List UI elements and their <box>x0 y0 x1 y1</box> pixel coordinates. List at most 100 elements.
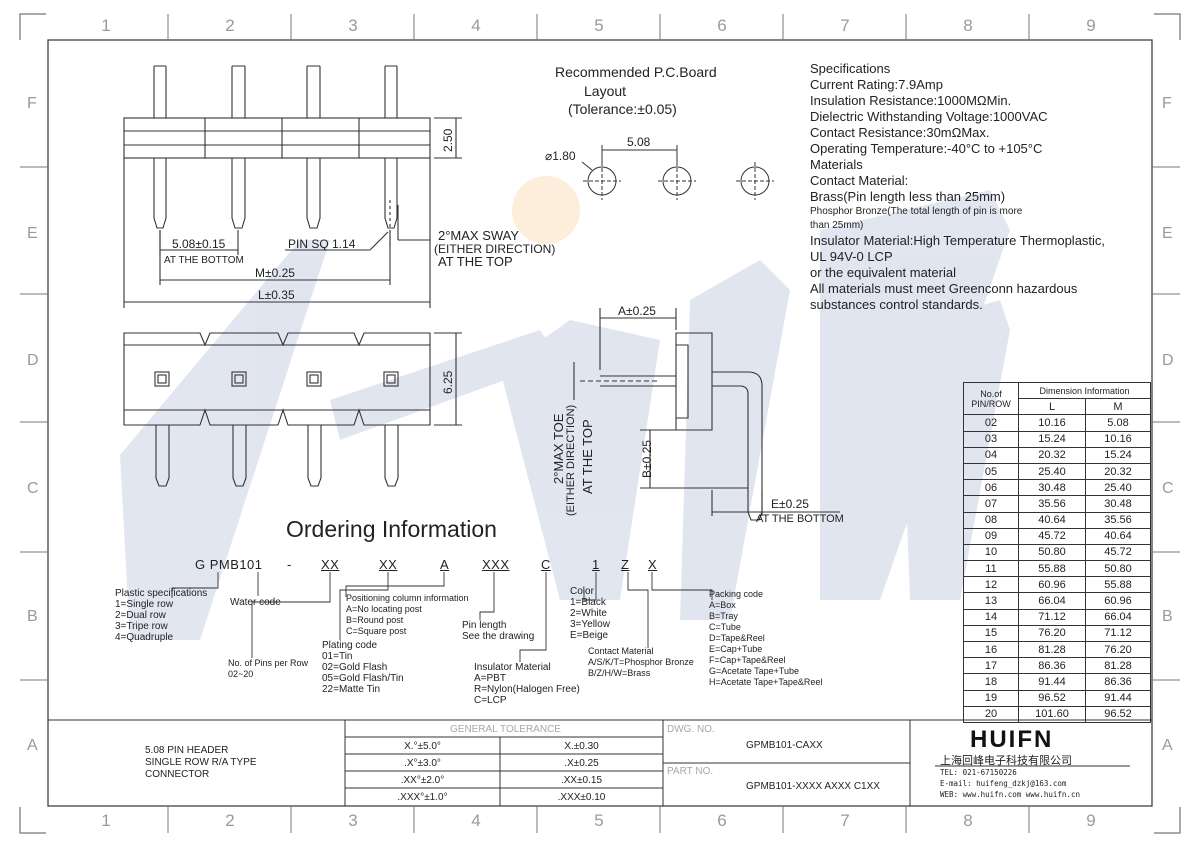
table-cell: 10.16 <box>1018 414 1086 432</box>
table-cell: 66.04 <box>1018 592 1086 610</box>
table-cell: 91.44 <box>1018 673 1086 691</box>
table-cell: 08 <box>963 511 1019 529</box>
table-cell: 17 <box>963 657 1019 675</box>
grid-col-label: 9 <box>1086 16 1096 35</box>
grid-col-label: 2 <box>225 16 235 35</box>
table-cell: 86.36 <box>1085 673 1151 691</box>
grid-col-label: 5 <box>594 16 604 35</box>
e-at-bottom: AT THE BOTTOM <box>756 513 844 525</box>
list-line: H=Acetate Tape+Tape&Reel <box>709 677 823 687</box>
list-line: C=Square post <box>346 626 407 636</box>
table-cell: 12 <box>963 576 1019 594</box>
dwg-no-label: DWG. NO. <box>667 724 715 735</box>
list-line: B/Z/H/W=Brass <box>588 668 651 678</box>
pitch-tolerance-label: 5.08±0.15 <box>172 237 226 251</box>
spec-line: Operating Temperature:-40°C to +105°C <box>810 141 1043 156</box>
code-p10: Z <box>621 557 630 572</box>
spec-line: Dielectric Withstanding Voltage:1000VAC <box>810 109 1048 124</box>
table-cell: 25.40 <box>1085 479 1151 497</box>
list-line: C=LCP <box>474 695 507 706</box>
grid-col-label: 8 <box>963 811 973 830</box>
list-line: 5.08 PIN HEADER <box>145 745 229 756</box>
grid-row-label: B <box>27 608 38 625</box>
spec-line: than 25mm) <box>810 220 864 231</box>
list-line: SINGLE ROW R/A TYPE <box>145 757 257 768</box>
side-view <box>573 308 840 521</box>
list-line: 01=Tin <box>322 651 353 662</box>
table-cell: 81.28 <box>1085 657 1151 675</box>
spec-line: All materials must meet Greenconn hazard… <box>810 281 1078 296</box>
code-p2: 01 <box>247 557 263 572</box>
code-p9: 1 <box>592 557 600 572</box>
table-cell: 14 <box>963 608 1019 626</box>
spec-line: Current Rating:7.9Amp <box>810 77 943 92</box>
dwg-no-value: GPMB101-CAXX <box>746 740 823 751</box>
table-cell: 91.44 <box>1085 689 1151 707</box>
list-line: E=Beige <box>570 630 609 641</box>
table-cell: 40.64 <box>1085 527 1151 545</box>
tolerance-cell: X.°±5.0° <box>404 741 441 752</box>
grid-col-label: 5 <box>594 811 604 830</box>
grid-row-label: A <box>1162 737 1173 754</box>
grid-col-label: 4 <box>471 16 481 35</box>
table-cell: 15.24 <box>1085 446 1151 464</box>
table-cell: 35.56 <box>1018 495 1086 513</box>
table-cell: 50.80 <box>1018 543 1086 562</box>
grid-col-label: 3 <box>348 16 358 35</box>
pitch-label: 5.08 <box>627 135 651 149</box>
code-p4: XX <box>321 557 340 572</box>
list-line: 1=Black <box>570 597 606 608</box>
table-cell: 05 <box>963 462 1019 481</box>
table-cell: 45.72 <box>1085 543 1151 562</box>
grid-col-label: 7 <box>840 16 850 35</box>
pcb-tolerance: (Tolerance:±0.05) <box>568 101 677 117</box>
ordering-leaders <box>171 572 713 662</box>
grid-col-label: 6 <box>717 16 727 35</box>
height-250-label: 2.50 <box>441 128 455 152</box>
table-cell: 09 <box>963 527 1019 545</box>
company-email: E-mail: huifeng_dzkj@163.com <box>940 779 1067 788</box>
list-line: 4=Quadruple <box>115 632 174 643</box>
grid-col-label: 3 <box>348 811 358 830</box>
list-line: 2=Dual row <box>115 610 166 621</box>
list-line: 05=Gold Flash/Tin <box>322 673 404 684</box>
table-cell: 18 <box>963 673 1019 691</box>
table-cell: 60.96 <box>1085 592 1151 610</box>
inner-border <box>47 39 1153 807</box>
company-web: WEB: www.huifn.com www.huifn.cn <box>940 790 1080 799</box>
spec-line: Insulation Resistance:1000MΩMin. <box>810 93 1012 108</box>
toe-top: AT THE TOP <box>580 419 595 494</box>
grid-col-label: 1 <box>101 16 111 35</box>
sway-direction: (EITHER DIRECTION) <box>434 242 556 256</box>
toe-direction: (EITHER DIRECTION) <box>565 404 577 516</box>
m-dimension: M±0.25 <box>255 266 295 280</box>
m-header: M <box>1085 398 1151 416</box>
table-cell: 15.24 <box>1018 430 1086 448</box>
spec-line: substances control standards. <box>810 297 983 312</box>
list-line: B=Round post <box>346 615 404 625</box>
table-cell: 04 <box>963 446 1019 464</box>
table-cell: 19 <box>963 689 1019 707</box>
tolerance-cell: .XX°±2.0° <box>400 775 445 786</box>
spec-line: UL 94V-0 LCP <box>810 249 893 264</box>
table-cell: 55.88 <box>1085 576 1151 594</box>
list-line: Insulator Material <box>474 662 551 673</box>
tolerance-cell: .X±0.25 <box>564 758 599 769</box>
toe-label: 2°MAX TOE <box>551 413 566 484</box>
grid-row-label: E <box>1162 225 1173 242</box>
general-tolerance-header: GENERAL TOLERANCE <box>450 724 561 735</box>
grid-col-label: 4 <box>471 811 481 830</box>
company-logo: HUIFN <box>970 726 1054 753</box>
company-name: 上海回峰电子科技有限公司 <box>940 755 1072 767</box>
watermark-logo <box>120 190 1010 640</box>
list-line: R=Nylon(Halogen Free) <box>474 684 580 695</box>
spec-line: Contact Material: <box>810 173 909 188</box>
list-line: 22=Matte Tin <box>322 684 381 695</box>
